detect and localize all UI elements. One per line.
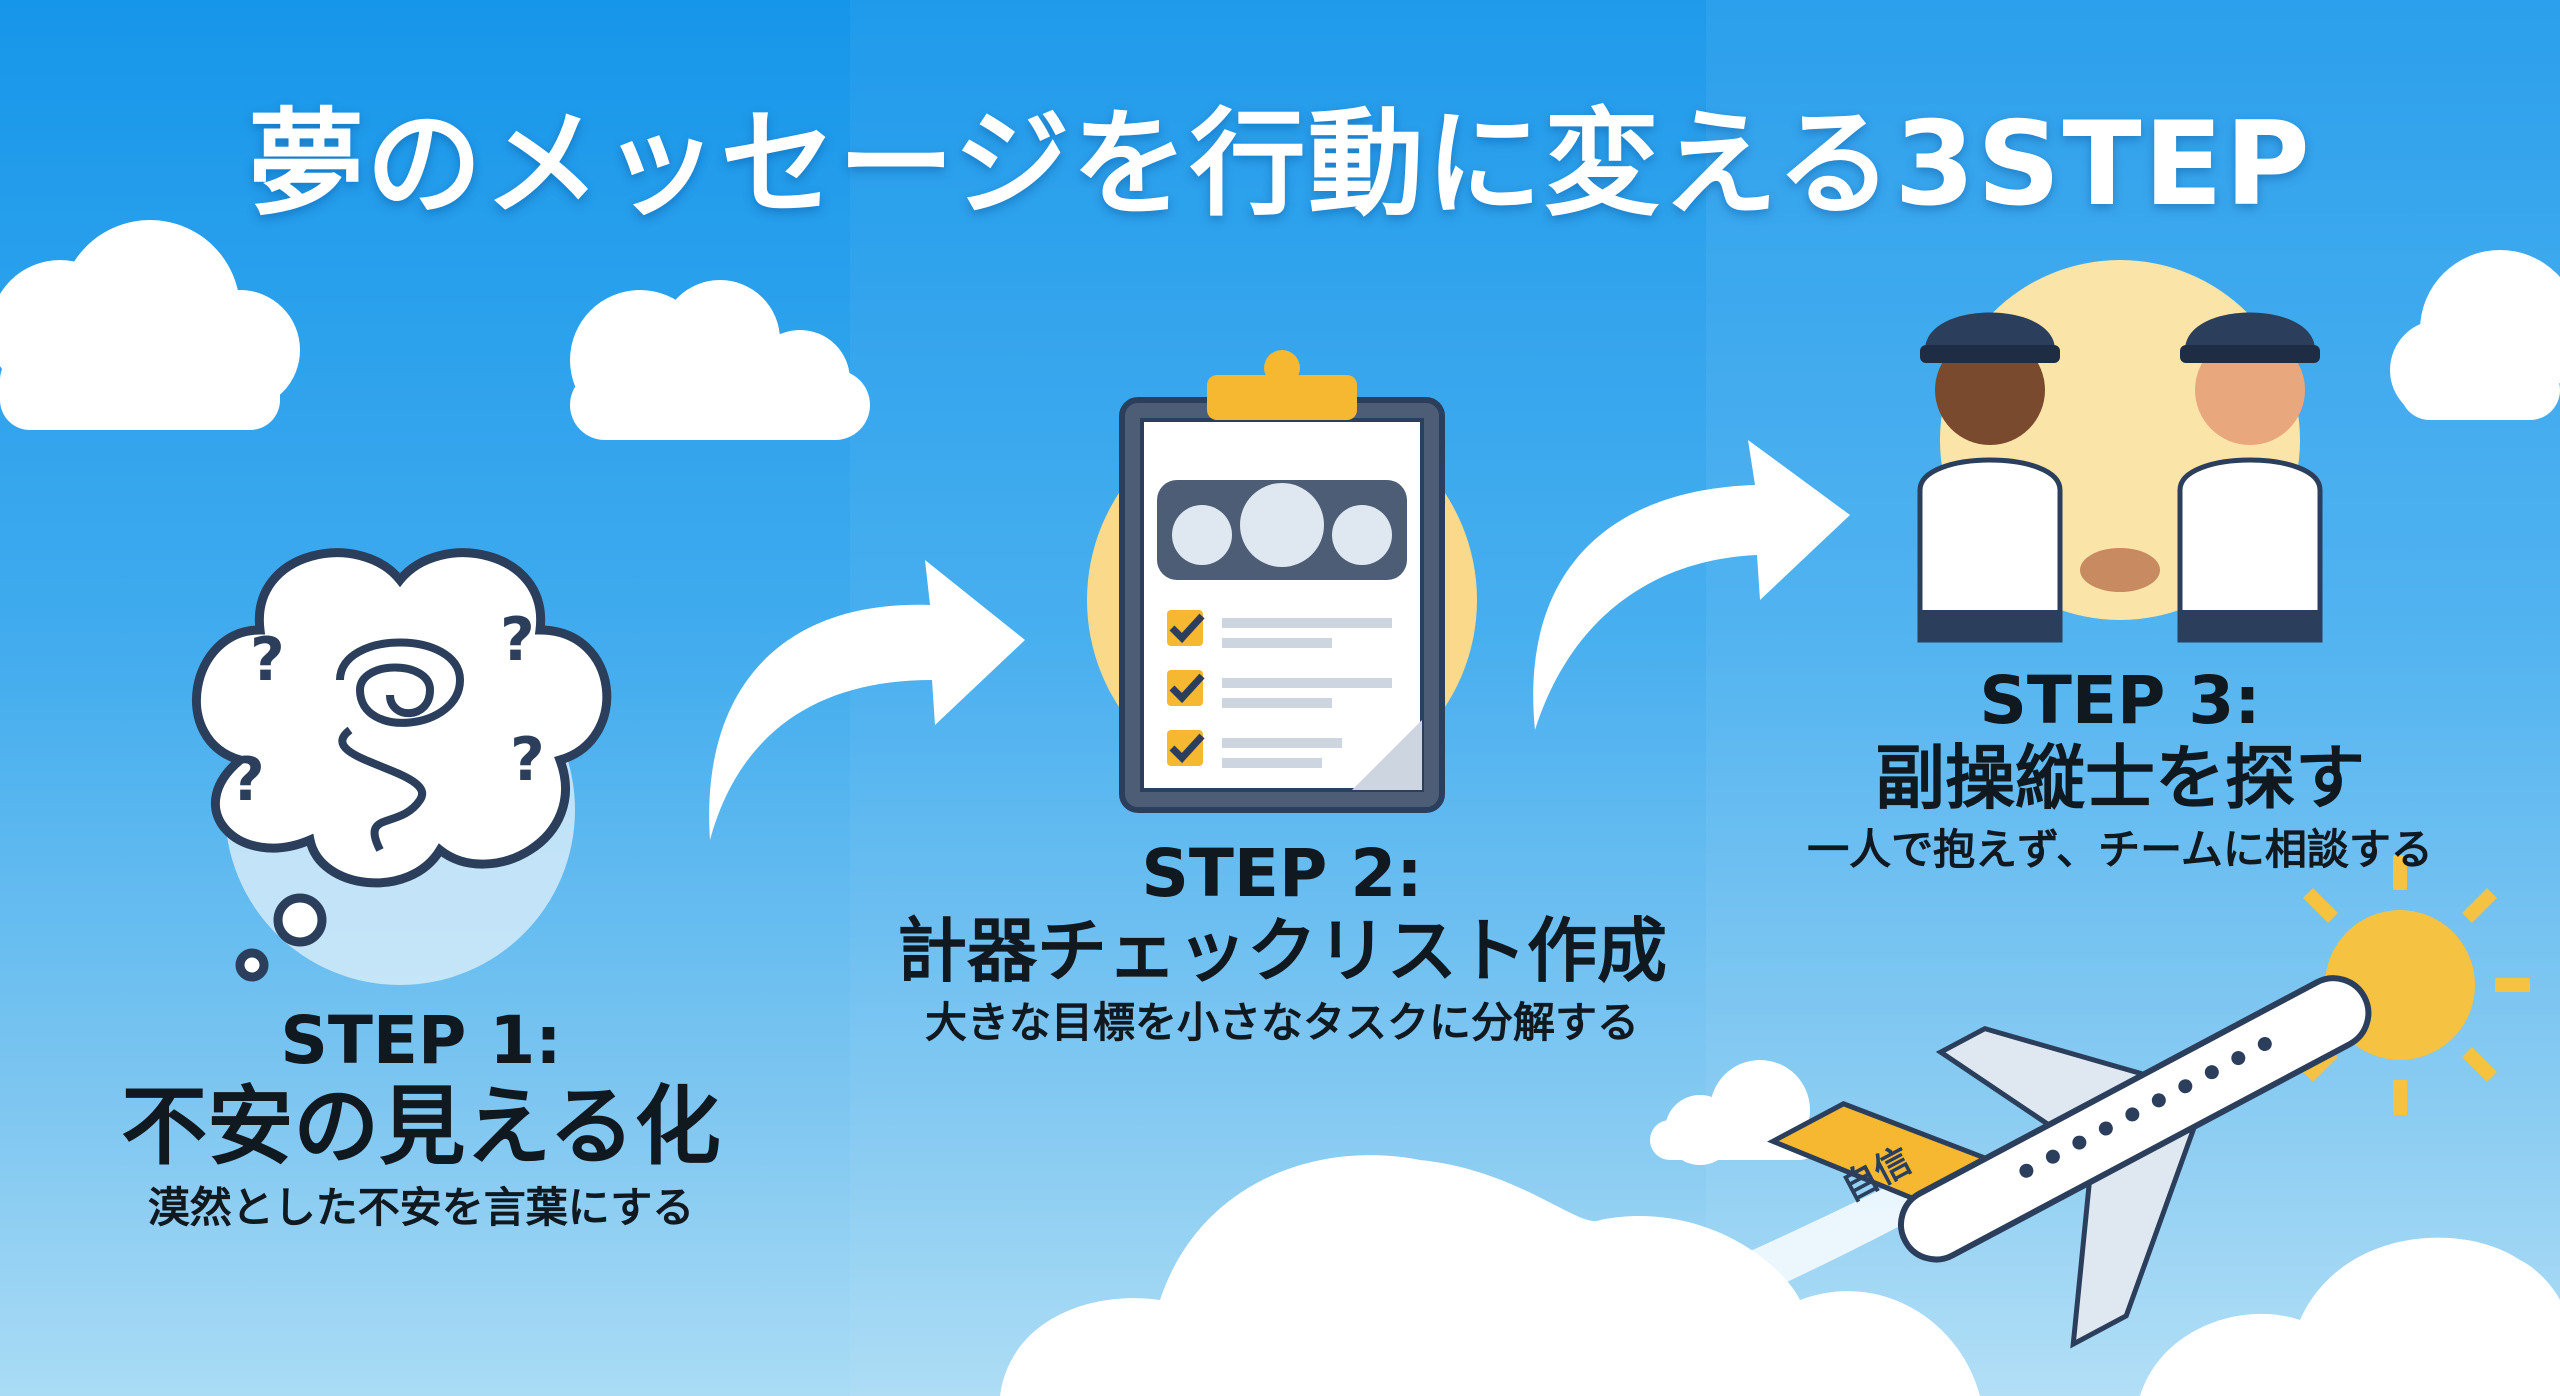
svg-text:?: ?	[510, 725, 545, 795]
cloud	[570, 280, 870, 440]
pilot-right	[2177, 312, 2323, 643]
checkbox-icon	[1167, 610, 1203, 766]
step-description: 一人で抱えず、チームに相談する	[1807, 825, 2433, 875]
thought-cloud-icon: ????	[191, 548, 612, 985]
step-2: STEP 2: 計器チェックリスト作成 大きな目標を小さなタスクに分解する	[897, 835, 1667, 1054]
step-name: 副操縦士を探す	[1875, 736, 2365, 819]
pilot-left	[1917, 312, 2063, 643]
checklist-clipboard-icon	[1087, 350, 1477, 813]
airplane-icon: 自信	[1767, 975, 2372, 1349]
step-description: 大きな目標を小さなタスクに分解する	[924, 998, 1639, 1048]
pilots-handshake-icon	[1917, 260, 2323, 643]
svg-text:?: ?	[230, 745, 265, 815]
step-label: STEP 2:	[1141, 835, 1423, 912]
step-1: STEP 1: 不安の見える化 漠然とした不安を言葉にする	[121, 1002, 721, 1239]
contrail	[1440, 1180, 1920, 1392]
svg-text:?: ?	[500, 605, 535, 675]
page-title: 夢のメッセージを行動に変える3STEP	[248, 97, 2312, 232]
cloud	[0, 220, 300, 430]
step-label: STEP 1:	[280, 1002, 562, 1079]
step-3: STEP 3: 副操縦士を探す 一人で抱えず、チームに相談する	[1807, 662, 2433, 881]
question-marks: ????	[230, 605, 545, 815]
step-label: STEP 3:	[1979, 662, 2261, 739]
step-description: 漠然とした不安を言葉にする	[147, 1183, 695, 1233]
arrow-icon	[709, 440, 1850, 840]
step-name: 不安の見える化	[121, 1076, 721, 1177]
svg-text:?: ?	[250, 625, 285, 695]
cloud	[1650, 1060, 1820, 1165]
tangle-icon	[336, 638, 465, 852]
step-name: 計器チェックリスト作成	[897, 909, 1667, 992]
cloud	[2390, 250, 2560, 420]
